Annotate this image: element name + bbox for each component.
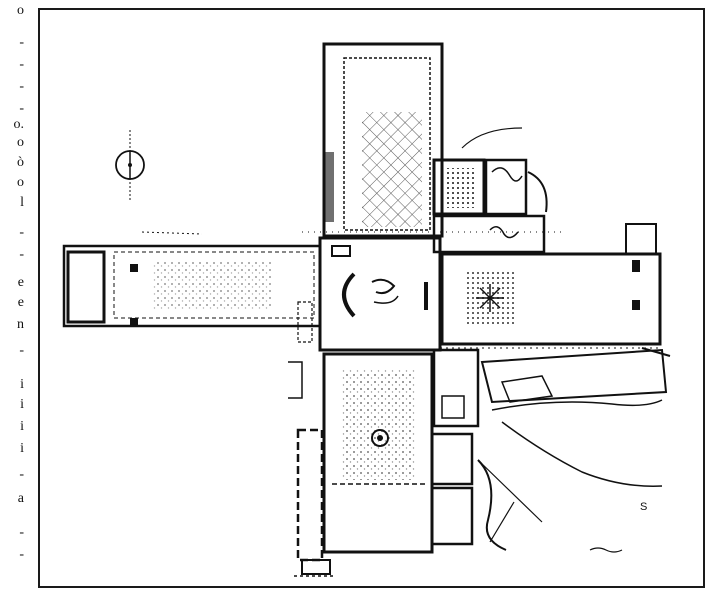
margin-glyph: o. <box>13 117 25 132</box>
central-hall <box>318 236 442 352</box>
margin-glyph: - <box>19 247 24 262</box>
corner-label: S <box>640 501 647 513</box>
margin-glyph: e <box>17 295 24 310</box>
margin-glyph: e <box>17 275 24 290</box>
margin-glyph: i <box>20 397 24 412</box>
west-wing <box>62 244 322 328</box>
margin-glyph: - <box>19 547 24 562</box>
margin-glyph: o <box>17 3 24 18</box>
northeast-rooms <box>432 158 548 254</box>
margin-glyph: - <box>19 57 24 72</box>
north-room <box>322 42 444 238</box>
southwest-fragments <box>288 301 334 577</box>
margin-glyph: i <box>20 377 24 392</box>
margin-glyph: - <box>19 525 24 540</box>
margin-glyph: i <box>20 419 24 434</box>
margin-glyph: n <box>17 317 24 332</box>
margin-glyph: - <box>19 101 24 116</box>
margin-glyph: - <box>19 343 24 358</box>
southeast-rooms: S <box>430 348 668 553</box>
margin-glyph: i <box>20 441 24 456</box>
margin-text-column: o - - - - o. o ò o l - - e e n - i i i i… <box>0 0 30 593</box>
margin-glyph: l <box>20 195 24 210</box>
plan-frame: S <box>38 8 705 588</box>
margin-glyph: o <box>17 135 24 150</box>
south-room <box>322 352 434 554</box>
margin-glyph: a <box>17 491 24 506</box>
margin-glyph: ò <box>17 155 24 170</box>
east-wing <box>440 223 662 346</box>
wall-traces <box>141 127 671 357</box>
margin-glyph: - <box>19 79 24 94</box>
north-arrow-icon <box>115 130 145 202</box>
margin-glyph: - <box>19 467 24 482</box>
margin-glyph: - <box>19 225 24 240</box>
margin-glyph: o <box>17 175 24 190</box>
floor-plan: S <box>62 42 671 577</box>
margin-glyph: - <box>19 35 24 50</box>
